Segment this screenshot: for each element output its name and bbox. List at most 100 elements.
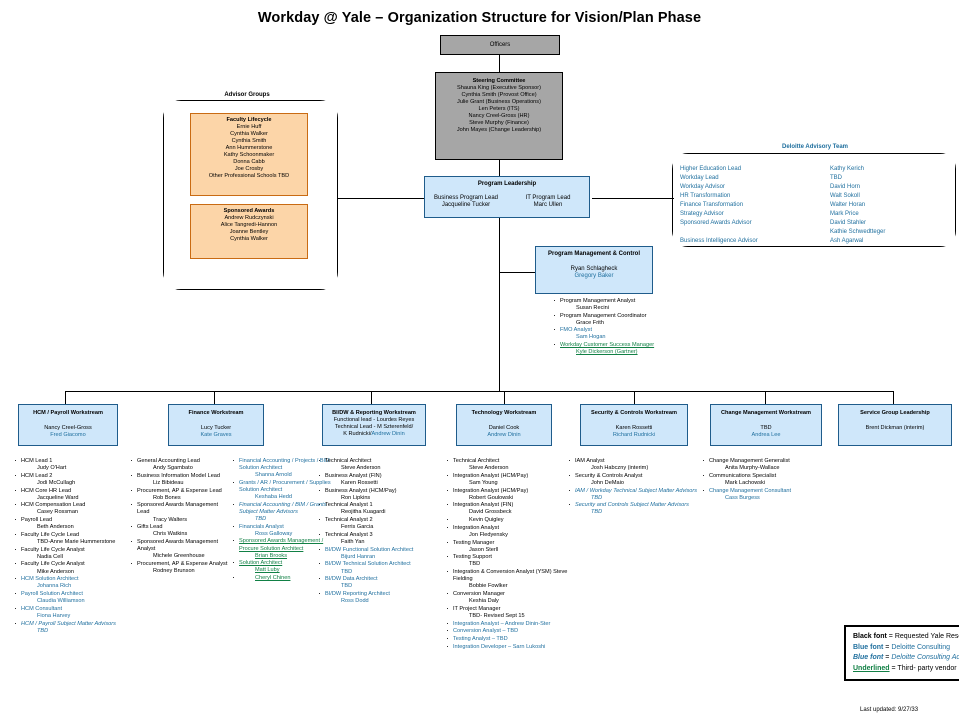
steering-member: Cynthia Smith (Provost Office) [461, 92, 537, 98]
program-leadership-box: Program Leadership Business Program Lead… [424, 176, 590, 218]
connector-leadership-pmo [499, 272, 535, 273]
workstream-technical-lead-2: K Rudnicki/Andrew Dinin [323, 431, 425, 438]
list-item-role: Sponsored Awards Management Analyst [137, 539, 219, 553]
list-item-name: Rob Bones [153, 494, 181, 501]
deloitte-role [680, 228, 830, 237]
list-item-role: Payroll Lead [21, 517, 53, 524]
workstream-list-item: Grants / AR / Procurement / Supplies Sol… [232, 478, 336, 501]
sponsored-awards-title: Sponsored Awards [223, 208, 275, 214]
workstream-lead-blue: Andrew Dinin [487, 432, 521, 438]
legend-key: Black font [853, 633, 887, 640]
connector-officers-steering [499, 55, 500, 72]
list-item-name: Tracy Walters [153, 516, 188, 523]
workstream-title: BI/DW & Reporting Workstream [332, 410, 416, 416]
list-item-name: Claudia Williamson [37, 598, 85, 605]
list-item-role: BI/DW Technical Solution Architect [325, 561, 411, 568]
legend-line: Blue font = Deloitte Consulting [853, 643, 959, 654]
list-item-name: Cheryl Chinen [255, 575, 291, 582]
workstream-list-item: Conversion Analyst – TBD [446, 626, 568, 635]
deloitte-role: HR Transformation [680, 193, 731, 199]
list-item-name: Steve Anderson [469, 465, 509, 472]
workstream-title: Security & Controls Workstream [590, 410, 677, 416]
workstream-list-item: Kevin Quigley [446, 515, 568, 524]
steering-committee-title: Steering Committee [472, 78, 526, 84]
list-item-name: Jacqueline Ward [37, 494, 79, 501]
sponsored-awards-member: Alice Tangredi-Hannon [220, 222, 278, 228]
workstream-list-item: Sponsored Awards Management / Procure So… [232, 536, 336, 559]
legend-separator: = [883, 643, 892, 651]
list-item-name: Andy Sgambato [153, 465, 193, 472]
list-item-role: Solution Architect [239, 560, 283, 567]
workstream-list-finance: Financial Accounting / Projects / BIM So… [232, 456, 336, 583]
deloitte-role: Strategy Advisor [680, 211, 724, 217]
list-item-name: Nadia Cell [37, 553, 63, 560]
list-item-role: Integration Developer – Sarn Lukoshi [453, 643, 546, 650]
list-item-name: TBD- Revised Sept 15 [469, 612, 525, 619]
connector-deloitte-leadership [592, 198, 674, 199]
workstream-lead-blue: Richard Rudnicki [612, 432, 656, 438]
program-leadership-title: Program Leadership [477, 181, 537, 187]
workstream-list-item: Security and Controls Subject Matter Adv… [568, 500, 702, 516]
legend-line: Underlined = Third- party vendor [853, 664, 959, 675]
list-item-role: Change Management Generalist [709, 458, 790, 464]
list-item-role: Integration Analyst (FIN) [453, 502, 514, 509]
workstream-functional-lead: Functional lead - Lourdes Reyes [333, 417, 415, 423]
deloitte-bracket [672, 153, 956, 247]
list-item-role: Integration Analyst (HCM/Pay) [453, 487, 529, 494]
list-item-role: IT Project Manager [453, 605, 501, 612]
deloitte-name: David Stahler [830, 220, 867, 226]
list-item-role: Financial Accounting / Projects / BIM So… [239, 458, 330, 472]
workstream-list-item: Testing Analyst – TBD [446, 634, 568, 643]
list-item-role: Change Management Consultant [709, 487, 792, 494]
list-item-name: Liz Bibideau [153, 479, 184, 486]
list-item-name: Reojitha Kuagardi [341, 509, 386, 516]
workstream-list-item: Cheryl Chinen [232, 573, 336, 582]
list-item-role: Faculty Life Cycle Lead [21, 531, 80, 538]
sponsored-awards-member: Joanne Bentley [229, 229, 269, 235]
list-item-role: HCM Solution Architect [21, 576, 79, 583]
workstream-list-item: Financial Accounting / Projects / BIM So… [232, 456, 336, 479]
workstream-lead-blue: Kate Graves [200, 432, 232, 438]
deloitte-name: Kathie Schwedtteger [830, 229, 886, 235]
advisor-groups-label: Advisor Groups [224, 92, 270, 98]
list-item-name: Steve Anderson [341, 465, 381, 472]
list-item-role: Gifts Lead [137, 524, 163, 531]
deloitte-name: Walt Sokoll [830, 193, 860, 199]
pmo-item-name: Susan Recini [576, 305, 609, 311]
faculty-lifecycle-member: Cynthia Walker [230, 131, 268, 137]
list-item-role: Integration Analyst [453, 524, 500, 531]
deloitte-name: Kathy Kerich [830, 166, 865, 172]
list-item-name: Shanna Arnold [255, 472, 292, 479]
list-item-role: Faculty Life Cycle Analyst [21, 561, 85, 568]
list-item-name: Keshia Daly [469, 598, 499, 605]
list-item-name: Judy O'Hart [37, 465, 67, 472]
deloitte-role: Workday Lead [680, 175, 719, 181]
list-item-role: Procurement, AP & Expense Lead [137, 487, 222, 494]
list-item-role: Security & Controls Analyst [575, 472, 643, 479]
list-item-role: Payroll Solution Architect [21, 591, 83, 598]
list-item-name: Casey Rossman [37, 509, 79, 516]
list-item-name: TBD [341, 583, 353, 590]
